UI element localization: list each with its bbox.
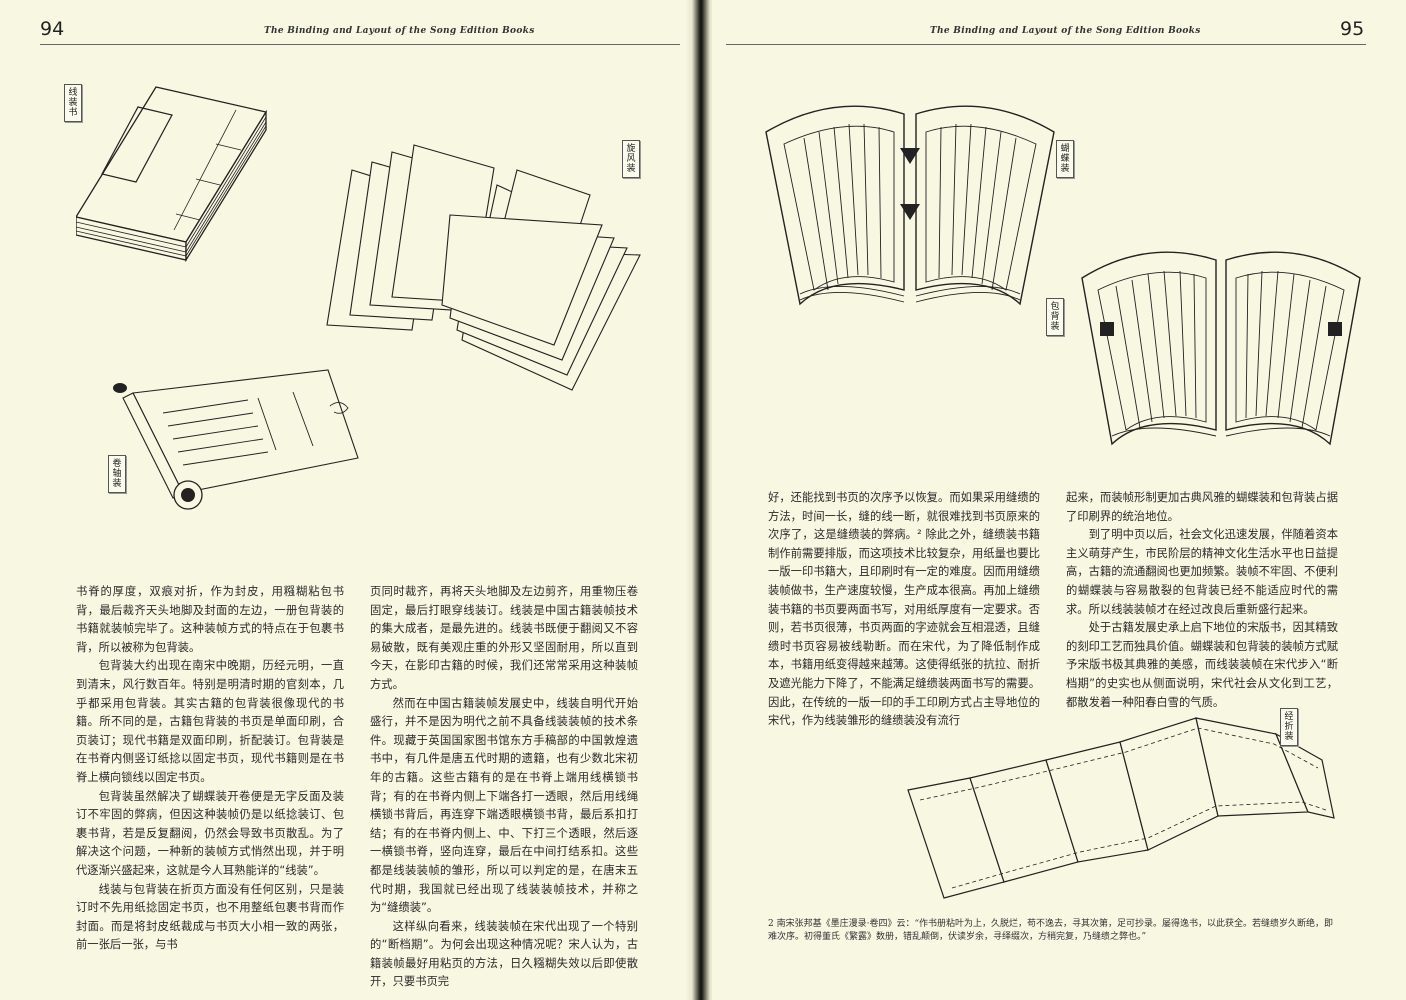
running-head: The Binding and Layout of the Song Editi… bbox=[264, 26, 535, 36]
thread-bound-book-illustration bbox=[76, 82, 276, 272]
page-number: 95 bbox=[1340, 18, 1365, 40]
text-column-1: 好，还能找到书页的次序予以恢复。而如果采用缝缋的方法，时间一长，缝的线一断，就很… bbox=[768, 489, 1040, 731]
paragraph: 处于古籍发展史承上启下地位的宋版书，因其精致的刻印工艺而独具价值。蝴蝶装和包背装… bbox=[1066, 621, 1338, 709]
text-column-1: 书脊的厚度，双痕对折，作为封皮，用糨糊粘包书背，最后裁齐天头地脚及封面的左边，一… bbox=[76, 583, 344, 955]
text-column-2: 起来，而装帧形制更加古典风雅的蝴蝶装和包背装占据了印刷界的统治地位。 到了明中页… bbox=[1066, 489, 1338, 712]
left-page: 94 The Binding and Layout of the Song Ed… bbox=[0, 0, 692, 1000]
paragraph: 包背装虽然解决了蝴蝶装开卷便是无字反面及装订不牢固的弊病，但因这种装帧仍是以纸捻… bbox=[76, 789, 344, 877]
paragraph: 页同时裁齐，再将天头地脚及左边剪齐，用重物压卷固定，最后打眼穿线装订。线装是中国… bbox=[370, 585, 638, 691]
label-whirlwind: 旋风装 bbox=[622, 140, 640, 178]
paragraph: 线装与包背装在折页方面没有任何区别，只是装订时不先用纸捻固定书页，也不用整纸包裹… bbox=[76, 882, 344, 952]
label-wrapped-back: 包背装 bbox=[1046, 298, 1064, 336]
label-butterfly: 蝴蝶装 bbox=[1056, 140, 1074, 178]
scroll-binding-illustration bbox=[113, 368, 368, 518]
paragraph: 书脊的厚度，双痕对折，作为封皮，用糨糊粘包书背，最后裁齐天头地脚及封面的左边，一… bbox=[76, 585, 344, 654]
wrapped-back-binding-illustration bbox=[1080, 238, 1362, 450]
header-rule bbox=[40, 44, 680, 45]
label-scroll: 卷轴装 bbox=[108, 455, 126, 493]
book-spine bbox=[686, 0, 716, 1000]
butterfly-binding-illustration bbox=[764, 92, 1056, 310]
paragraph: 到了明中页以后，社会文化迅速发展，伴随着资本主义萌芽产生，市民阶层的精神文化生活… bbox=[1066, 528, 1338, 616]
header-rule bbox=[726, 44, 1366, 45]
footnote: 2 南宋张邦基《墨庄漫录·卷四》云：“作书册粘叶为上，久脱烂，苟不逸去，寻其次第… bbox=[768, 919, 1334, 942]
paragraph: 然而在中国古籍装帧发展史中，线装自明代开始盛行，并不是因为明代之前不具备线装装帧… bbox=[370, 696, 638, 915]
whirlwind-binding-illustration bbox=[322, 140, 642, 395]
running-head: The Binding and Layout of the Song Editi… bbox=[930, 26, 1201, 36]
right-page: The Binding and Layout of the Song Editi… bbox=[712, 0, 1406, 1000]
paragraph: 包背装大约出现在南宋中晚期，历经元明，一直到清末，风行数百年。特别是明清时期的官… bbox=[76, 659, 344, 784]
paragraph: 这样纵向看来，线装装帧在宋代出现了一个特别的“断档期”。为何会出现这种情况呢？宋… bbox=[370, 919, 638, 989]
paragraph: 好，还能找到书页的次序予以恢复。而如果采用缝缋的方法，时间一长，缝的线一断，就很… bbox=[768, 491, 1040, 728]
paragraph: 起来，而装帧形制更加古典风雅的蝴蝶装和包背装占据了印刷界的统治地位。 bbox=[1066, 491, 1338, 523]
sutra-fold-binding-illustration bbox=[898, 712, 1338, 912]
text-column-2: 页同时裁齐，再将天头地脚及左边剪齐，用重物压卷固定，最后打眼穿线装订。线装是中国… bbox=[370, 583, 638, 992]
page-number: 94 bbox=[40, 18, 65, 40]
label-thread-bound: 线装书 bbox=[64, 84, 82, 122]
label-sutra-fold: 经折装 bbox=[1280, 708, 1298, 746]
